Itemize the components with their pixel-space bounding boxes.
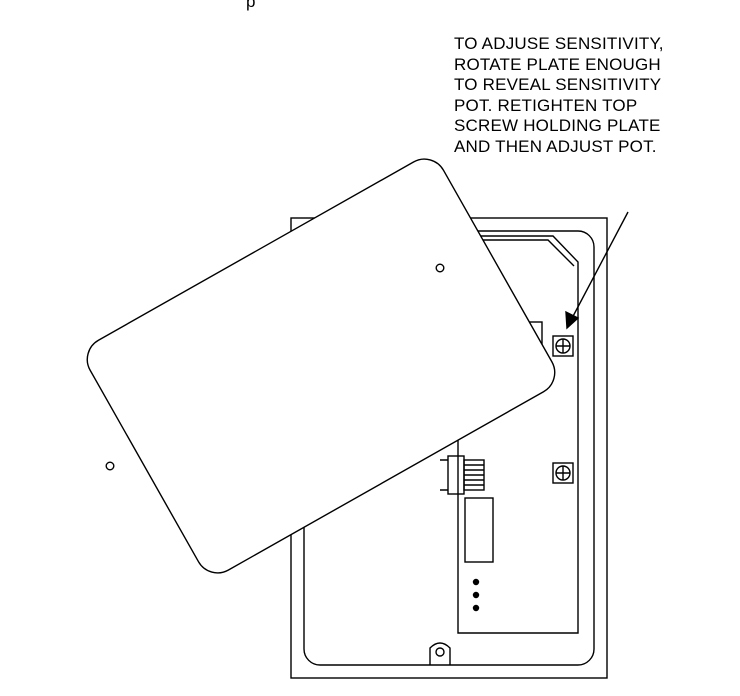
mounting-hole (435, 647, 445, 657)
callout-line-3: TO REVEAL SENSITIVITY (454, 75, 662, 94)
cropped-heading-text: p (246, 0, 256, 11)
leader-line (569, 211, 629, 323)
connector-pins (440, 459, 485, 491)
callout-line-2: ROTATE PLATE ENOUGH (454, 54, 661, 74)
mounting-tab (429, 642, 451, 665)
chip-component (464, 497, 494, 563)
callout-line-4: POT. RETIGHTEN TOP (454, 95, 638, 115)
indicator-dot (472, 578, 480, 586)
cover-plate (86, 158, 556, 574)
cover-plate-hole-top (435, 263, 445, 273)
cover-plate-hole-bottom (105, 461, 115, 471)
callout-note: TO ADJUSE SENSITIVITY, ROTATE PLATE ENOU… (454, 34, 734, 157)
callout-line-5: SCREW HOLDING PLATE (454, 116, 661, 135)
callout-line-6: AND THEN ADJUST POT. (454, 136, 657, 156)
indicator-dot (472, 604, 480, 612)
callout-line-1: TO ADJUSE SENSITIVITY, (454, 34, 664, 53)
leader-arrow (565, 310, 580, 330)
connector-housing (447, 455, 465, 495)
sensitivity-pot-cross (556, 339, 570, 353)
board-inner-edge (458, 239, 575, 267)
sensitivity-pot-box (552, 335, 574, 357)
indicator-dot (472, 591, 480, 599)
cover-plate-body (86, 158, 556, 574)
lower-screw-cross (556, 466, 570, 480)
circuit-board (457, 235, 579, 634)
lower-screw-box (552, 462, 574, 484)
